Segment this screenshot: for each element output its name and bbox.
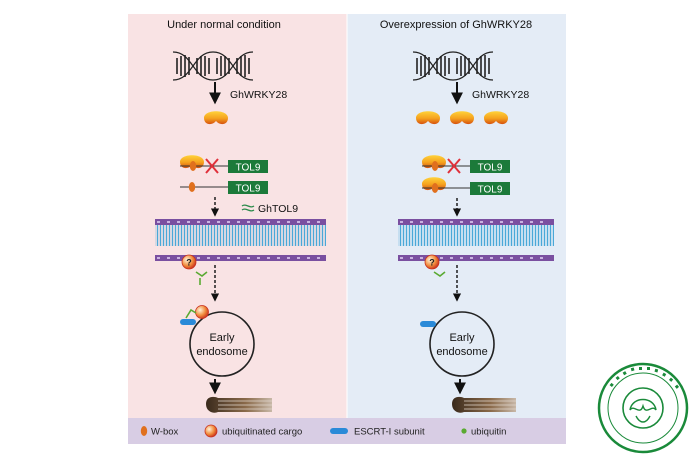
right-panel: Overexpression of GhWRKY28 GhWRKY28 — [380, 19, 554, 413]
legend-cargo-label: ubiquitinated cargo — [222, 427, 302, 438]
left-membrane — [155, 219, 326, 261]
left-ghwrky28-protein-icon — [204, 111, 228, 125]
right-ghwrky28-protein-icon-1 — [416, 111, 440, 125]
right-vacuole-icon — [452, 396, 516, 413]
ubiquitin-legend-icon — [461, 428, 467, 434]
right-ubiquitin-chain-icon — [433, 271, 446, 277]
left-question-mark: ? — [186, 258, 192, 268]
escrt-legend-icon — [330, 428, 348, 434]
left-panel: Under normal condition GhWRKY28 — [155, 19, 326, 413]
right-ghwrky28-protein-icon-3 — [484, 111, 508, 125]
left-unknown-cargo-icon — [181, 254, 197, 270]
right-tol9-label-2: TOL9 — [478, 185, 503, 196]
institution-seal-logo — [597, 362, 689, 454]
legend-escrt-label: ESCRT-I subunit — [354, 427, 425, 438]
left-ubiquitin-chain-icon — [195, 271, 208, 285]
right-dna-helix-icon — [412, 51, 494, 81]
right-tol9-gene-box-2 — [470, 182, 510, 195]
left-tol9-gene-box-2 — [228, 181, 268, 194]
right-ghwrky28-protein-icon-2 — [450, 111, 474, 125]
right-tol9-gene-box-1 — [470, 160, 510, 173]
left-tol9-label-1: TOL9 — [236, 163, 261, 174]
left-promoter-blocked: TOL9 — [180, 155, 268, 174]
left-endosome-label-1: Early — [209, 332, 235, 344]
right-endosome-label-1: Early — [449, 332, 475, 344]
left-ghtol9-icon — [241, 204, 255, 212]
left-ghtol9-label: GhTOL9 — [258, 203, 298, 215]
legend-ubiquitin-label: ubiquitin — [471, 427, 506, 438]
left-panel-title: Under normal condition — [167, 19, 281, 31]
left-vacuole-icon — [206, 396, 272, 413]
right-tol9-label-1: TOL9 — [478, 163, 503, 174]
right-gene-label: GhWRKY28 — [472, 89, 529, 101]
left-tol9-gene-box-1 — [228, 160, 268, 173]
right-membrane — [398, 219, 554, 261]
cargo-legend-icon — [204, 424, 218, 438]
left-gene-label: GhWRKY28 — [230, 89, 287, 101]
left-escrt-bound-cargo — [180, 305, 209, 325]
right-endosome-label-2: endosome — [436, 346, 487, 358]
left-tol9-label-2: TOL9 — [236, 184, 261, 195]
right-promoter-blocked-2: TOL9 — [422, 177, 510, 196]
left-endosome-label-2: endosome — [196, 346, 247, 358]
left-dna-helix-icon — [172, 51, 254, 81]
right-question-mark: ? — [429, 258, 435, 268]
right-panel-title: Overexpression of GhWRKY28 — [380, 19, 532, 31]
right-early-endosome — [429, 311, 495, 377]
legend: W-box ubiquitinated cargo ESCRT-I subuni… — [128, 418, 566, 444]
legend-wbox-label: W-box — [151, 427, 179, 438]
left-early-endosome — [189, 311, 255, 377]
left-promoter-active: TOL9 — [180, 181, 268, 195]
right-escrt-subunit — [420, 321, 436, 327]
wbox-legend-icon — [140, 426, 148, 436]
right-unknown-cargo-icon — [424, 254, 440, 270]
right-promoter-blocked-1: TOL9 — [422, 155, 510, 174]
left-panel-background — [128, 14, 347, 418]
